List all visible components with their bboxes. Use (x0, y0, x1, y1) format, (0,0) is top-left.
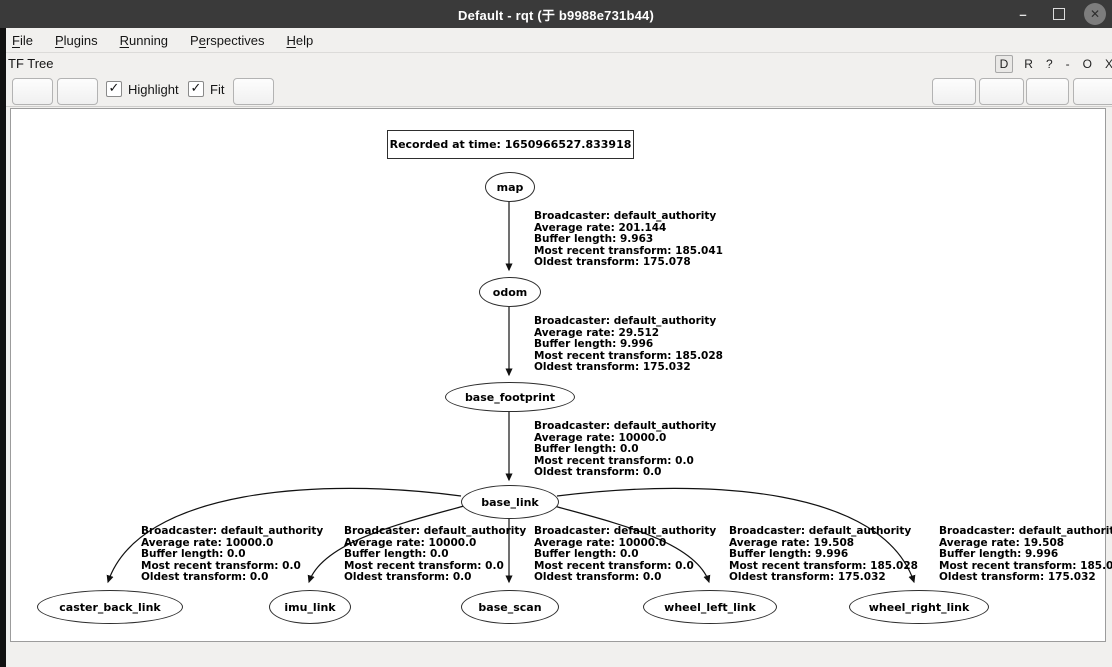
highlight-checkbox-group: ✓ Highlight (106, 81, 179, 97)
window-title: Default - rqt (于 b9988e731b44) (457, 7, 654, 23)
plugin-close-button[interactable]: X (1104, 57, 1112, 71)
highlight-checkbox[interactable]: ✓ (106, 81, 122, 97)
fit-checkbox[interactable]: ✓ (188, 81, 204, 97)
toolbar-button-5[interactable] (979, 78, 1024, 105)
plugin-minimize-button[interactable]: - (1065, 57, 1070, 71)
check-icon: ✓ (108, 80, 120, 95)
maximize-box-glyph (1053, 8, 1065, 20)
maximize-icon[interactable] (1048, 3, 1070, 25)
tf-node-wheel-left-link: wheel_left_link (643, 590, 777, 624)
window-controls: – ✕ (1012, 0, 1106, 28)
toolbar-button-2[interactable] (57, 78, 98, 105)
fit-label: Fit (210, 81, 225, 97)
recorded-time-box: Recorded at time: 1650966527.833918 (387, 130, 634, 159)
plugin-dock-button[interactable]: D (994, 55, 1014, 73)
toolbar-button-1[interactable] (12, 78, 53, 105)
tf-node-caster-back-link: caster_back_link (37, 590, 183, 624)
plugin-title: TF Tree (8, 56, 54, 71)
tf-tree-toolbar: ✓ Highlight ✓ Fit (0, 76, 1112, 107)
tf-tree-edges (106, 200, 916, 584)
plugin-titlebar-buttons: D R ? - O X (994, 55, 1112, 73)
close-icon[interactable]: ✕ (1084, 3, 1106, 25)
toolbar-button-4[interactable] (932, 78, 976, 105)
tf-node-base-scan: base_scan (461, 590, 559, 624)
tf-node-imu-link: imu_link (269, 590, 351, 624)
window-titlebar[interactable]: Default - rqt (于 b9988e731b44) – ✕ (0, 0, 1112, 28)
highlight-label: Highlight (128, 81, 179, 97)
plugin-help-button[interactable]: ? (1045, 57, 1053, 71)
minimize-icon[interactable]: – (1019, 6, 1027, 22)
tf-node-base-link: base_link (461, 485, 559, 519)
toolbar-button-6[interactable] (1026, 78, 1069, 105)
tf-node-wheel-right-link: wheel_right_link (849, 590, 989, 624)
toolbar-button-3[interactable] (233, 78, 274, 105)
plugin-reload-button[interactable]: R (1024, 57, 1033, 71)
tf-node-map: map (485, 172, 535, 202)
screen-edge-strip (0, 28, 6, 667)
tf-node-base-footprint: base_footprint (445, 382, 575, 412)
toolbar-button-7[interactable] (1073, 78, 1112, 105)
check-icon: ✓ (190, 80, 202, 95)
tf-tree-canvas[interactable]: Recorded at time: 1650966527.833918 map … (10, 108, 1112, 642)
tf-node-odom: odom (479, 277, 541, 307)
plugin-undock-button[interactable]: O (1082, 57, 1092, 71)
fit-checkbox-group: ✓ Fit (188, 81, 224, 97)
plugin-titlebar: TF Tree D R ? - O X (0, 52, 1112, 76)
